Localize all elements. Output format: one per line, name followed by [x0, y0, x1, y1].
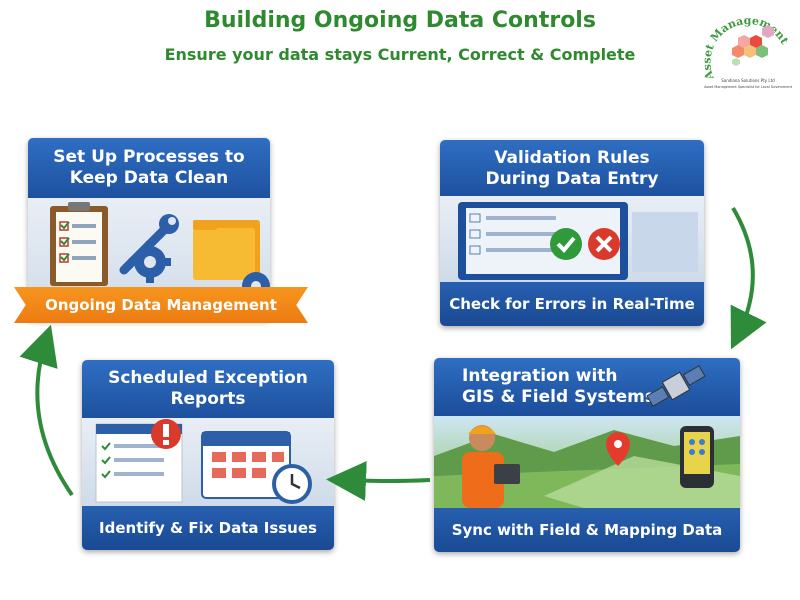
card-title-line1: Scheduled Exception [108, 368, 308, 388]
hexagon-cluster-icon [732, 25, 774, 66]
card-validation-rules: Validation Rules During Data Entry Check… [440, 140, 704, 326]
satellite-icon [644, 360, 708, 412]
folder-icon [193, 220, 260, 280]
card-title-line2: Reports [170, 389, 246, 409]
card-header: Validation Rules During Data Entry [440, 140, 704, 204]
card-illustration [82, 418, 334, 506]
gps-device-icon [680, 426, 714, 488]
page-subtitle: Ensure your data stays Current, Correct … [164, 45, 636, 64]
card-title-line2: GIS & Field Systems [462, 387, 656, 407]
card-title-line1: Set Up Processes to [53, 147, 245, 167]
clock-icon [272, 464, 312, 504]
card-title-line1: Integration with [462, 366, 618, 386]
arrow-validation-to-gis [730, 206, 767, 350]
check-icon [550, 228, 582, 260]
arrow-exceptions-to-setup [19, 324, 74, 497]
report-icon [95, 423, 183, 503]
cross-icon [588, 228, 620, 260]
page-title: Building Ongoing Data Controls [204, 8, 596, 33]
gear-icon [129, 241, 171, 283]
card-title-line2: Keep Data Clean [69, 168, 229, 188]
clipboard-checklist-icon [50, 202, 108, 286]
card-gis-integration: Integration with GIS & Field Systems [434, 358, 740, 552]
card-title-line2: During Data Entry [485, 169, 659, 189]
logo-tagline: Asset Management Specialist for Local Go… [704, 85, 793, 89]
exclamation-icon [151, 419, 181, 449]
card-footer: Sync with Field & Mapping Data [434, 508, 740, 552]
card-illustration [440, 196, 704, 282]
ongoing-data-management-ribbon: Ongoing Data Management [14, 287, 308, 323]
card-footer: Identify & Fix Data Issues [82, 506, 334, 550]
asset-management-logo: Asset Management Sandiana Solutions Pty … [700, 8, 796, 94]
arrow-gis-to-exceptions [326, 461, 431, 501]
card-illustration [434, 416, 740, 508]
card-header: Integration with GIS & Field Systems [434, 358, 740, 416]
map-pin-icon [606, 432, 630, 466]
worker-icon [462, 425, 520, 508]
card-header: Set Up Processes to Keep Data Clean [28, 138, 270, 207]
logo-company: Sandiana Solutions Pty Ltd [721, 78, 775, 83]
card-header: Scheduled Exception Reports [82, 360, 334, 426]
card-exception-reports: Scheduled Exception Reports [82, 360, 334, 550]
card-title-line1: Validation Rules [494, 148, 650, 168]
card-footer: Check for Errors in Real-Time [440, 282, 704, 326]
